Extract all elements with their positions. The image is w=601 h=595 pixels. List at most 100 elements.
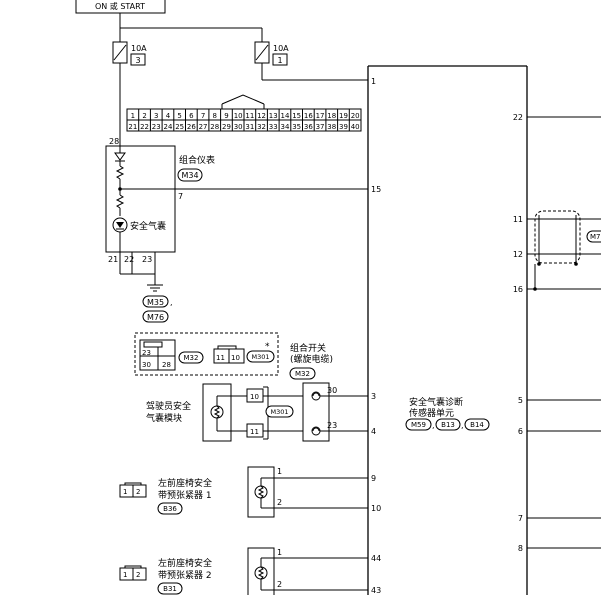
- svg-text:,: ,: [170, 298, 173, 307]
- junction-pin-label: 3: [154, 112, 158, 120]
- junction-pin-label: 2: [142, 112, 146, 120]
- junction-pin-label: 24: [163, 123, 172, 131]
- junction-pin-label: 4: [166, 112, 171, 120]
- svg-text:*: *: [265, 342, 270, 352]
- svg-text:5: 5: [518, 396, 523, 405]
- svg-text:23: 23: [327, 421, 337, 430]
- pretensioner-2: 1 2 左前座椅安全 带预张紧器 2 B31 1 2: [119, 547, 368, 595]
- junction-pin-label: 26: [187, 123, 196, 131]
- svg-text:1: 1: [277, 548, 282, 557]
- svg-text:(螺旋电缆): (螺旋电缆): [290, 353, 333, 365]
- svg-text:B36: B36: [163, 505, 177, 513]
- junction-pin-label: 19: [339, 112, 348, 120]
- junction-pin-label: 17: [316, 112, 325, 120]
- svg-text:传感器单元: 传感器单元: [409, 407, 454, 419]
- svg-text:9: 9: [371, 474, 376, 483]
- junction-block-connector: 1212223234245256267278289291030113112321…: [126, 94, 362, 132]
- svg-text:3: 3: [135, 56, 140, 65]
- svg-text:1: 1: [277, 467, 282, 476]
- svg-text:ON 或 START: ON 或 START: [95, 1, 145, 11]
- svg-text:15: 15: [371, 185, 381, 194]
- svg-text:21: 21: [108, 255, 118, 264]
- svg-text:1: 1: [123, 488, 127, 496]
- svg-text:10: 10: [371, 504, 381, 513]
- spiral-cable-label: 组合开关 (螺旋电缆) M32: [289, 342, 333, 380]
- svg-text:6: 6: [518, 427, 523, 436]
- junction-pin-label: 1: [131, 112, 135, 120]
- pretensioner-1: 1 2 左前座椅安全 带预张紧器 1 B36 1 2: [119, 466, 368, 518]
- junction-pin-label: 32: [257, 123, 266, 131]
- svg-text:10A: 10A: [273, 44, 289, 53]
- junction-pin-label: 23: [152, 123, 161, 131]
- svg-text:12: 12: [513, 250, 523, 259]
- junction-pin-label: 28: [210, 123, 219, 131]
- junction-pin-label: 11: [245, 112, 254, 120]
- svg-text:1: 1: [371, 77, 376, 86]
- svg-text:2: 2: [136, 571, 140, 579]
- junction-pin-label: 40: [351, 123, 360, 131]
- svg-text:3: 3: [371, 392, 376, 401]
- svg-text:44: 44: [371, 554, 381, 563]
- svg-text:10: 10: [231, 354, 240, 362]
- svg-text:M32: M32: [184, 354, 199, 362]
- junction-pin-label: 29: [222, 123, 231, 131]
- svg-text:M301: M301: [251, 353, 269, 361]
- svg-text:43: 43: [371, 586, 381, 595]
- svg-text:M76: M76: [147, 313, 164, 322]
- svg-text:M32: M32: [295, 370, 310, 378]
- svg-text:16: 16: [513, 285, 523, 294]
- svg-text:,: ,: [461, 421, 464, 430]
- junction-pin-label: 31: [245, 123, 254, 131]
- svg-text:11: 11: [513, 215, 523, 224]
- svg-text:B31: B31: [163, 585, 177, 593]
- svg-text:左前座椅安全: 左前座椅安全: [158, 557, 212, 569]
- junction-pin-label: 16: [304, 112, 313, 120]
- junction-pin-label: 39: [339, 123, 348, 131]
- junction-pin-label: 30: [234, 123, 243, 131]
- combination-meter: 28 组合仪表 M34 7 安全气囊 21 22 23: [105, 137, 215, 264]
- svg-text:组合仪表: 组合仪表: [179, 154, 215, 166]
- svg-text:左前座椅安全: 左前座椅安全: [158, 477, 212, 489]
- junction-pin-label: 9: [224, 112, 228, 120]
- svg-text:带预张紧器 2: 带预张紧器 2: [158, 570, 212, 581]
- svg-text:4: 4: [371, 427, 376, 436]
- airbag-diagnosis-sensor-unit: 安全气囊诊断 传感器单元 M59 , B13 , B14 1 15 3 4 9 …: [367, 65, 528, 595]
- junction-pin-label: 5: [177, 112, 181, 120]
- svg-text:B13: B13: [441, 421, 455, 429]
- junction-pin-label: 35: [292, 123, 301, 131]
- svg-text:7: 7: [518, 514, 523, 523]
- svg-text:28: 28: [109, 137, 119, 146]
- svg-text:M35: M35: [147, 298, 164, 307]
- junction-pin-label: 15: [292, 112, 301, 120]
- svg-text:1: 1: [277, 56, 282, 65]
- svg-text:23: 23: [142, 349, 151, 357]
- svg-text:驾驶员安全: 驾驶员安全: [146, 400, 191, 412]
- svg-text:10: 10: [250, 393, 259, 401]
- svg-text:11: 11: [216, 354, 225, 362]
- junction-pin-label: 18: [327, 112, 336, 120]
- svg-text:组合开关: 组合开关: [290, 342, 326, 354]
- junction-pin-label: 12: [257, 112, 266, 120]
- junction-pin-label: 14: [280, 112, 289, 120]
- junction-pin-label: 25: [175, 123, 184, 131]
- junction-pin-label: 10: [234, 112, 243, 120]
- svg-text:M301: M301: [270, 408, 288, 416]
- junction-pin-label: 13: [269, 112, 278, 120]
- spiral-cable: 30 23: [302, 382, 368, 442]
- junction-pin-label: 20: [351, 112, 360, 120]
- svg-text:28: 28: [162, 361, 171, 369]
- svg-text:11: 11: [250, 428, 259, 436]
- svg-text:气囊模块: 气囊模块: [146, 412, 182, 424]
- svg-text:22: 22: [513, 113, 523, 122]
- svg-text:带预张紧器 1: 带预张紧器 1: [158, 490, 212, 501]
- svg-text:2: 2: [277, 498, 282, 507]
- junction-pin-label: 6: [189, 112, 194, 120]
- svg-text:8: 8: [518, 544, 523, 553]
- junction-pin-label: 8: [213, 112, 217, 120]
- right-side-wires: M7: [527, 116, 601, 549]
- svg-text:安全气囊诊断: 安全气囊诊断: [409, 396, 463, 408]
- junction-pin-label: 21: [128, 123, 137, 131]
- svg-text:1: 1: [123, 571, 127, 579]
- junction-pin-label: 38: [327, 123, 336, 131]
- svg-text:M34: M34: [181, 171, 198, 180]
